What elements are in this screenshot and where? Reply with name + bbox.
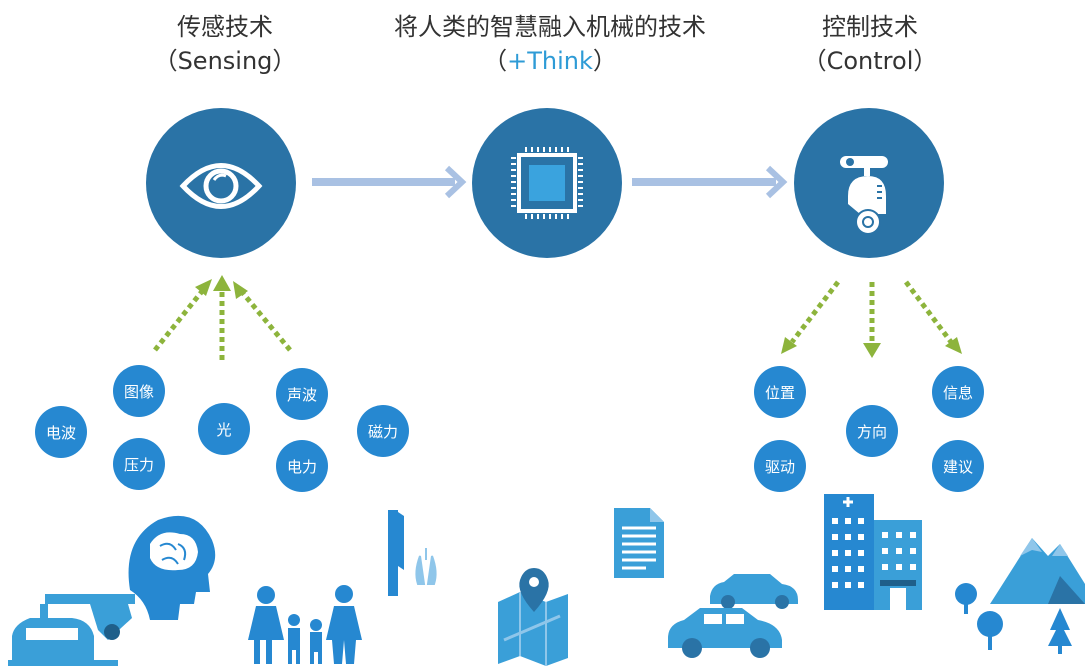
input-magnetic: 磁力 — [357, 405, 409, 457]
map-pin-icon — [498, 568, 568, 666]
output-suggestion: 建议 — [932, 440, 984, 492]
output-drive: 驱动 — [754, 440, 806, 492]
input-light: 光 — [198, 403, 250, 455]
arrow-think-to-control — [632, 165, 788, 199]
output-position: 位置 — [754, 366, 806, 418]
family-icon — [248, 585, 362, 664]
hospital-icon — [824, 494, 922, 610]
control-title-text: 控制技术 — [822, 13, 918, 41]
chip-icon — [511, 147, 583, 219]
think-title: 将人类的智慧融入机械的技术 （+Think） — [355, 10, 745, 78]
think-subtitle-prefix: （ — [483, 47, 508, 75]
control-subtitle: （Control） — [802, 47, 938, 75]
think-subtitle: （+Think） — [355, 44, 745, 78]
think-subtitle-accent: +Think — [507, 47, 593, 75]
dotted-arrowheads-out — [781, 337, 962, 358]
sensing-title-text: 传感技术 — [177, 13, 273, 41]
car-factory-icon — [8, 594, 135, 666]
arrow-sensing-to-think — [312, 165, 467, 199]
dotted-arrowheads-in — [195, 275, 248, 299]
head-brain-icon — [128, 515, 216, 620]
medical-icon — [388, 510, 437, 596]
input-electric: 电力 — [276, 440, 328, 492]
sensing-title: 传感技术 （Sensing） — [140, 10, 310, 78]
dotted-arrows-out — [790, 280, 953, 346]
cars-icon — [668, 574, 798, 658]
input-image: 图像 — [113, 365, 165, 417]
sensing-circle — [146, 108, 296, 258]
document-icon — [614, 508, 664, 578]
control-title: 控制技术 （Control） — [785, 10, 955, 78]
think-title-text: 将人类的智慧融入机械的技术 — [394, 13, 706, 41]
input-radio-wave: 电波 — [35, 406, 87, 458]
eye-icon — [179, 163, 263, 209]
trees-mountains-icon — [955, 538, 1085, 654]
think-subtitle-suffix: ） — [592, 47, 617, 75]
input-sound-wave: 声波 — [276, 368, 328, 420]
robot-icon — [840, 156, 888, 235]
output-direction: 方向 — [846, 405, 898, 457]
sensing-subtitle: （Sensing） — [153, 47, 297, 75]
input-pressure: 压力 — [113, 438, 165, 490]
dotted-arrows-in — [153, 288, 292, 360]
output-information: 信息 — [932, 366, 984, 418]
